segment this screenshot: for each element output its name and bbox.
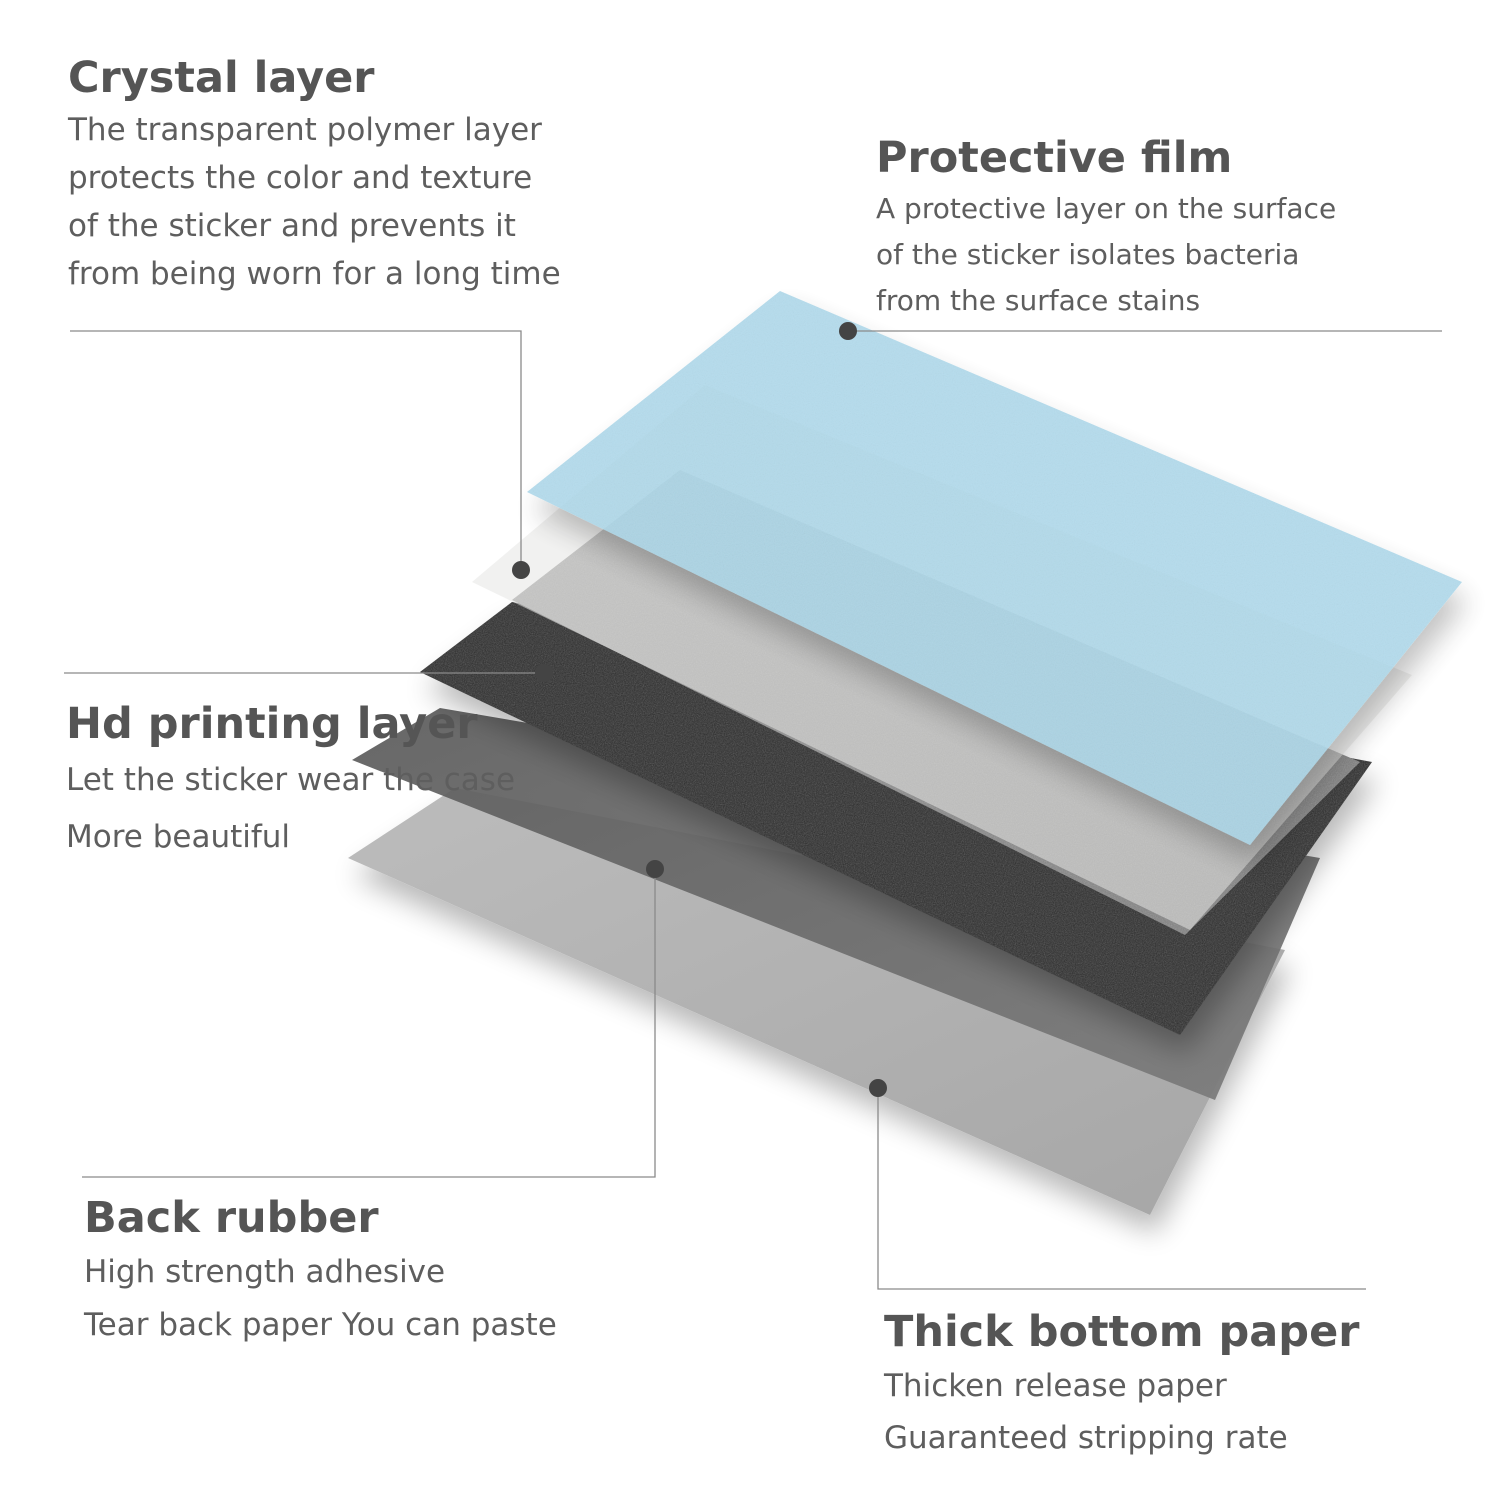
description-line: A protective layer on the surface	[876, 186, 1336, 232]
crystal-layer-description: The transparent polymer layer protects t…	[68, 106, 561, 298]
description-line: More beautiful	[66, 809, 515, 866]
back-rubber-title: Back rubber	[84, 1192, 557, 1244]
description-line: High strength adhesive	[84, 1246, 557, 1299]
crystal-leader-line	[70, 331, 521, 570]
hd-dot	[535, 664, 553, 682]
back-rubber-label: Back rubber High strength adhesive Tear …	[84, 1192, 557, 1352]
description-line: of the sticker and prevents it	[68, 202, 561, 250]
hd-printing-layer-title: Hd printing layer	[66, 698, 515, 750]
description-line: The transparent polymer layer	[68, 106, 561, 154]
description-line: Thicken release paper	[884, 1360, 1359, 1412]
protective-film-title: Protective film	[876, 132, 1336, 184]
hd-printing-layer-description: Let the sticker wear the case More beaut…	[66, 752, 515, 866]
description-line: of the sticker isolates bacteria	[876, 232, 1336, 278]
thick-bottom-paper-title: Thick bottom paper	[884, 1306, 1359, 1358]
description-line: Let the sticker wear the case	[66, 752, 515, 809]
protective-film-label: Protective film A protective layer on th…	[876, 132, 1336, 324]
crystal-dot	[512, 561, 530, 579]
thick-paper-dot	[869, 1079, 887, 1097]
description-line: protects the color and texture	[68, 154, 561, 202]
back-rubber-dot	[646, 860, 664, 878]
crystal-layer-label: Crystal layer The transparent polymer la…	[68, 52, 561, 298]
protective-dot	[839, 322, 857, 340]
thick-bottom-paper-label: Thick bottom paper Thicken release paper…	[884, 1306, 1359, 1464]
description-line: from the surface stains	[876, 278, 1336, 324]
description-line: from being worn for a long time	[68, 250, 561, 298]
back-rubber-description: High strength adhesive Tear back paper Y…	[84, 1246, 557, 1352]
description-line: Tear back paper You can paste	[84, 1299, 557, 1352]
description-line: Guaranteed stripping rate	[884, 1412, 1359, 1464]
thick-bottom-paper-description: Thicken release paper Guaranteed strippi…	[884, 1360, 1359, 1464]
crystal-layer-title: Crystal layer	[68, 52, 561, 104]
hd-printing-layer-label: Hd printing layer Let the sticker wear t…	[66, 698, 515, 866]
protective-film-description: A protective layer on the surface of the…	[876, 186, 1336, 324]
